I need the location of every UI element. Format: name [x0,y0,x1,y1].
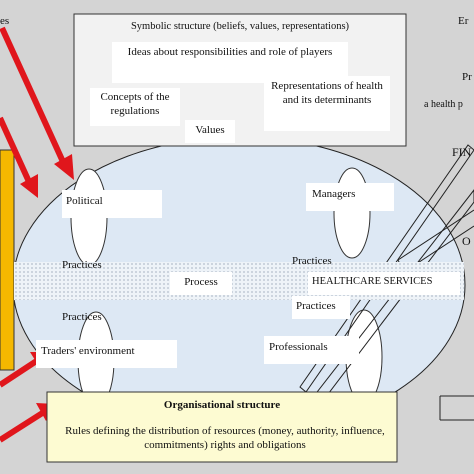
cropped-text-fin: FIN [452,145,472,159]
concepts-box: Concepts of the regulations [90,88,180,126]
political-label: Political [62,190,162,218]
cropped-text-o: O [462,234,471,248]
traders-environment-label: Traders' environment [36,340,177,368]
cropped-text-top-right-2: Pr [462,71,472,83]
managers-label: Managers [306,183,394,211]
organisational-structure-box [46,391,398,463]
values-box: Values [185,120,235,143]
practices-bottom-left: Practices [62,311,102,323]
practices-bottom-right: Practices [292,296,350,319]
organisational-rules: Rules defining the distribution of resou… [65,425,385,451]
healthcare-services-label: HEALTHCARE SERVICES [308,272,460,295]
process-label: Process [170,272,232,295]
organisational-structure-title: Organisational structure [163,399,281,411]
symbolic-structure-title: Symbolic structure (beliefs, values, rep… [130,21,350,32]
professionals-label: Professionals [264,336,359,364]
practices-top-left: Practices [62,259,102,271]
practices-top-right: Practices [292,255,332,267]
managers-ellipse [333,167,371,259]
representations-box: Representations of health and its determ… [264,76,390,131]
cropped-text-top-right-1: Er [458,15,469,27]
left-orange-bar [0,149,15,371]
cropped-text-top-left: es [0,15,10,27]
cropped-text-top-right-3: a health p [424,99,463,110]
